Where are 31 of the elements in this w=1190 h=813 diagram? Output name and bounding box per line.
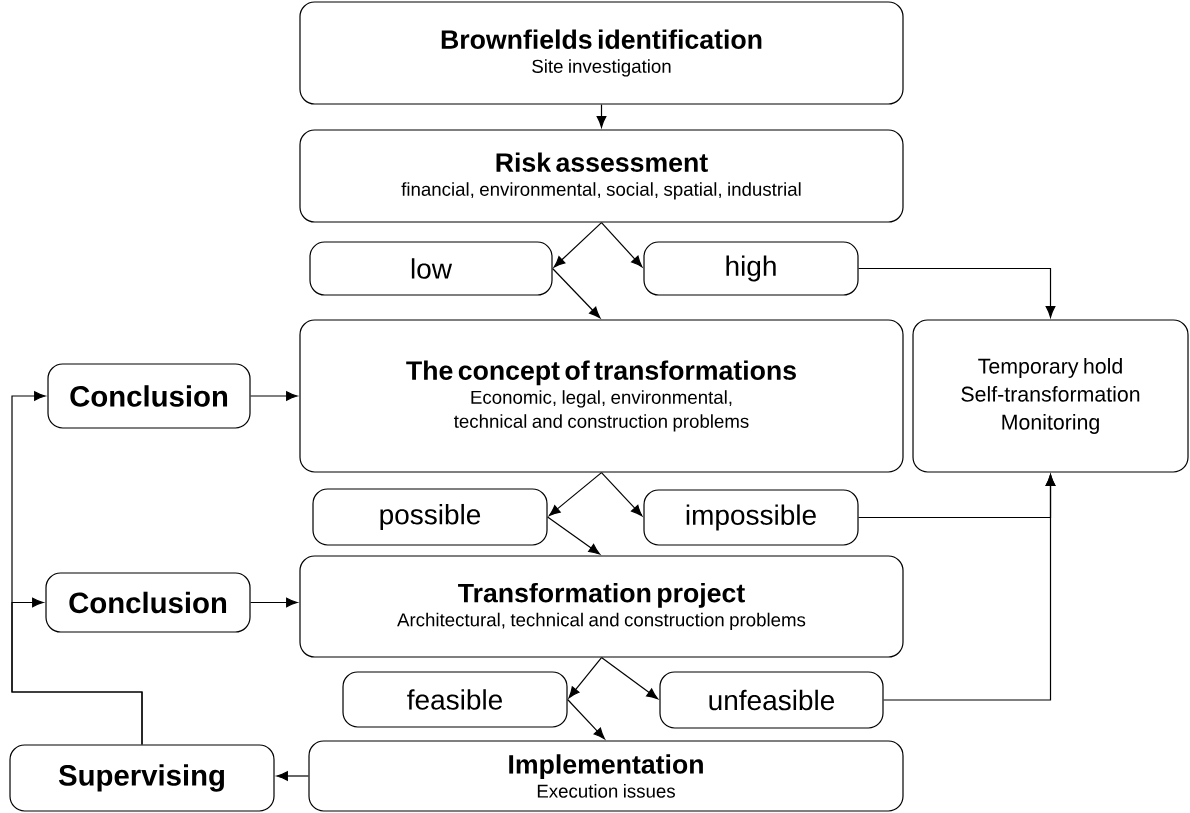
arrow	[600, 657, 659, 700]
process-box: Temporary hold Self-transformation Monitoring	[912, 319, 1189, 473]
arrow	[276, 771, 309, 781]
arrow	[547, 516, 601, 555]
outcome-box: feasible	[342, 671, 568, 728]
arrow	[596, 104, 607, 128]
conclusion-box: Conclusion	[47, 363, 251, 429]
process-box: Transformation project Architectural, technical and construction problems	[299, 555, 904, 658]
outcome-box: high	[643, 241, 859, 296]
arrow	[552, 267, 601, 319]
arrow	[250, 597, 298, 608]
arrow	[600, 222, 643, 268]
outcome-box: unfeasible	[659, 671, 884, 729]
process-box: Risk assessment financial, environmental, social, spatial, industrial	[299, 129, 904, 223]
arrow	[553, 222, 603, 268]
arrow	[548, 472, 603, 517]
outcome-box: impossible	[643, 489, 859, 546]
outcome-box: possible	[312, 488, 548, 546]
process-box: Brownfields identification Site investigation	[299, 1, 904, 105]
process-box: The concept of transformations Economic, legal, environmental, technical and construction problems	[299, 319, 904, 473]
arrow	[11, 597, 143, 745]
arrow	[600, 472, 643, 517]
arrow	[250, 391, 298, 401]
arrow	[883, 474, 1056, 701]
arrow	[858, 267, 1056, 318]
outcome-box: low	[309, 241, 553, 296]
conclusion-box: Conclusion	[45, 572, 251, 633]
arrow	[568, 657, 603, 699]
conclusion-box: Supervising	[9, 744, 275, 812]
process-box: Implementation Execution issues	[308, 740, 904, 812]
arrow	[567, 698, 605, 740]
